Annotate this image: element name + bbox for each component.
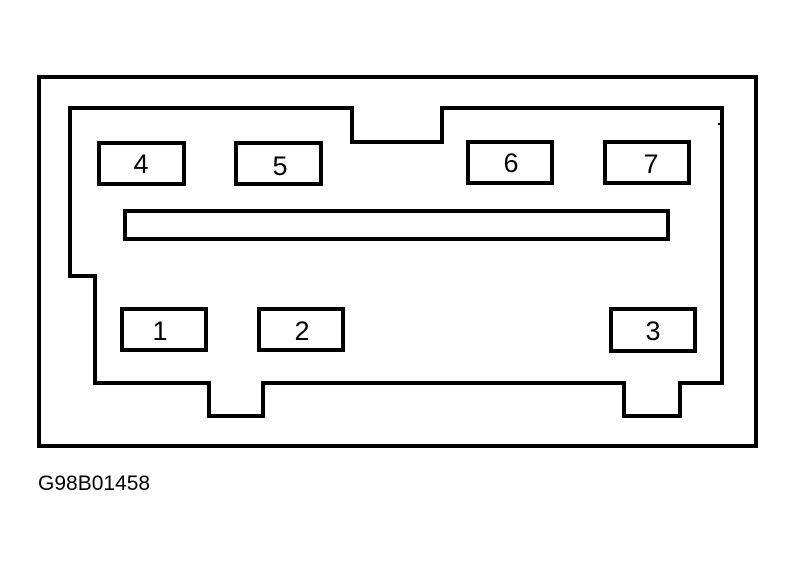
pin-5-label: 5 [272,151,287,181]
pin-6-box [466,140,554,185]
pin-3: 3 [609,307,697,353]
pin-2-box [257,307,345,352]
pin-2-label: 2 [294,316,309,346]
outer-frame [37,75,758,448]
pin-6-label: 6 [503,148,518,178]
pin-1: 1 [120,307,208,352]
pin-7: 7 [603,140,691,185]
pin-5: 5 [234,141,323,186]
figure-code: G98B01458 [38,472,150,495]
pin-3-label: 3 [645,316,660,346]
pin-4-label: 4 [133,149,148,179]
pin-4-box [97,141,186,186]
pin-4: 4 [97,141,186,186]
pin-7-label: 7 [643,149,658,179]
pin-5-box [234,141,323,186]
pin-1-box [120,307,208,352]
pin-1-label: 1 [152,316,167,346]
connector-housing [68,106,724,418]
locking-bar [123,209,670,241]
pin-6: 6 [466,140,554,185]
pin-2: 2 [257,307,345,352]
pin-7-box [603,140,691,185]
pin-3-box [609,307,697,353]
